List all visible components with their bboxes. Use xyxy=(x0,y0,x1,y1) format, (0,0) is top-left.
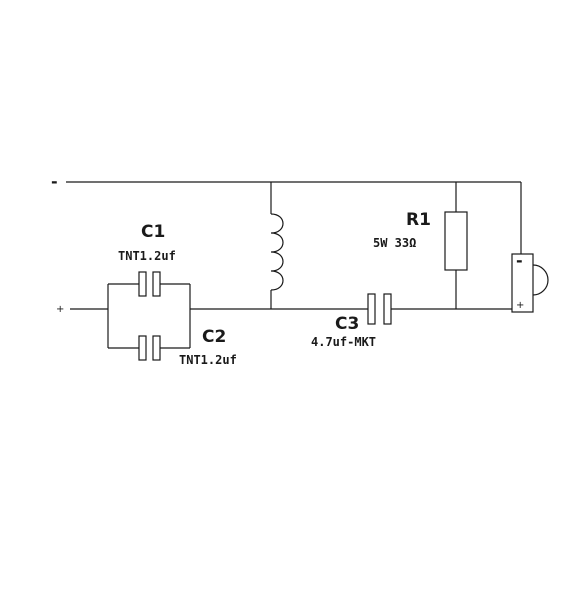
r1-value-label: 5W 33Ω xyxy=(373,236,416,250)
r1-name-label: R1 xyxy=(406,210,431,230)
speaker-body xyxy=(511,253,534,313)
c2-plate-left xyxy=(138,335,147,361)
inductor xyxy=(270,182,284,309)
c3-name-label: C3 xyxy=(335,314,359,334)
c3-plate-left xyxy=(367,293,376,325)
c2-plate-right xyxy=(152,335,161,361)
c3-plate-right xyxy=(383,293,392,325)
c2-value-label: TNT1.2uf xyxy=(179,353,237,367)
speaker-minus-label: - xyxy=(516,251,523,270)
speaker: - + xyxy=(511,182,549,313)
r1-resistor xyxy=(444,182,468,309)
c1-value-label: TNT1.2uf xyxy=(118,249,176,263)
c2-name-label: C2 xyxy=(202,327,226,347)
c1-name-label: C1 xyxy=(141,222,165,242)
c3-capacitor xyxy=(367,293,512,325)
negative-terminal-label: - xyxy=(51,172,58,191)
r1-body xyxy=(444,211,468,271)
c1-plate-left xyxy=(138,271,147,297)
speaker-cone xyxy=(532,264,549,296)
inductor-coil xyxy=(270,213,284,291)
c1-c2-parallel-block xyxy=(107,271,191,361)
c1-plate-right xyxy=(152,271,161,297)
positive-terminal-label: + xyxy=(56,304,64,315)
speaker-plus-label: + xyxy=(516,300,524,311)
c3-value-label: 4.7uf-MKT xyxy=(311,335,376,349)
